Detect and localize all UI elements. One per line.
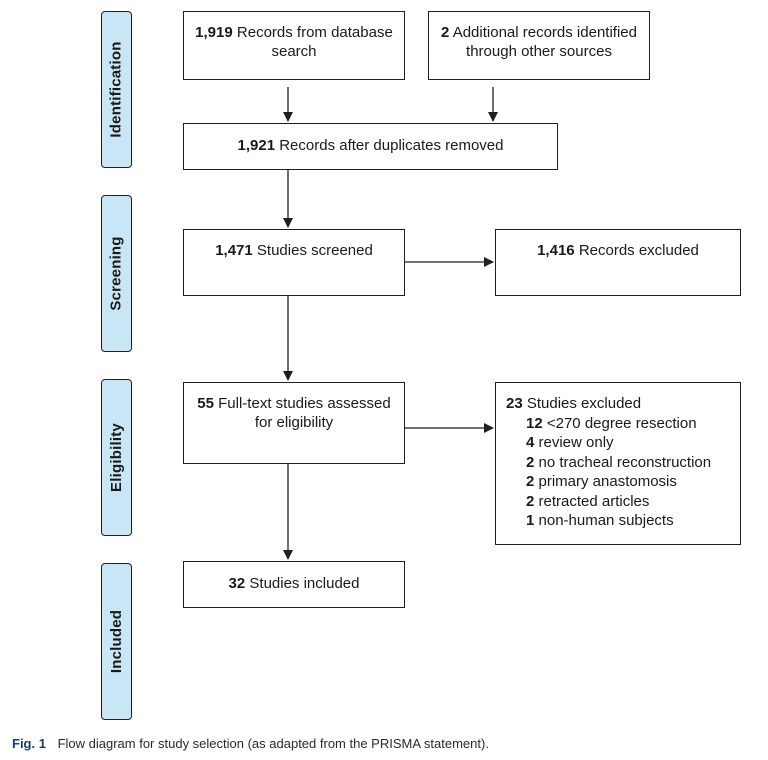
exclusion-reason-text: no tracheal reconstruction [538,453,712,471]
box-full-text: 55 Full-text studies assessed for eligib… [183,382,405,464]
studies-excluded-count: 23 [506,395,523,412]
box-other-sources: 2 Additional records identified through … [428,11,650,80]
phase-identification-label: Identification [108,41,126,138]
database-search-count: 1,919 [195,24,233,41]
exclusion-reason: 12 <270 degree resection [506,414,740,434]
figure-caption-text: Flow diagram for study selection (as ada… [57,736,489,751]
full-text-text-line1: Full-text studies assessed [218,395,391,412]
box-records-excluded: 1,416 Records excluded [495,229,741,296]
exclusion-reason: 2 primary anastomosis [506,472,740,492]
exclusion-reason: 2 retracted articles [506,492,740,512]
box-studies-excluded: 23 Studies excluded 12 <270 degree resec… [495,382,741,545]
database-search-text-line1: Records from database [236,24,393,41]
exclusion-reason: 2 no tracheal reconstruction [506,453,740,473]
included-text: Studies included [249,575,360,592]
phase-screening-label: Screening [108,236,126,311]
other-sources-text-line2: through other sources [466,43,612,60]
phase-included-label: Included [108,609,125,674]
exclusion-reason-count: 2 [526,453,535,471]
phase-eligibility-label: Eligibility [108,423,125,492]
box-after-duplicates: 1,921 Records after duplicates removed [183,123,558,170]
screened-count: 1,471 [215,242,253,259]
exclusion-reason-text: <270 degree resection [546,414,697,432]
exclusion-reason-count: 2 [526,492,535,510]
exclusion-reason-text: primary anastomosis [538,473,677,490]
exclusion-reason-count: 4 [526,434,535,451]
records-excluded-count: 1,416 [537,242,575,259]
screened-text: Studies screened [256,242,373,259]
phase-included: Included [101,563,132,720]
full-text-text-line2: for eligibility [254,414,334,431]
studies-excluded-text: Studies excluded [526,395,642,412]
other-sources-text-line1: Additional records identified [452,24,637,41]
exclusion-reason-text: review only [538,434,614,451]
figure-caption-label: Fig. 1 [12,736,46,751]
exclusion-reason-count: 2 [526,473,535,490]
exclusion-reason: 1 non-human subjects [506,511,740,531]
phase-screening: Screening [101,195,132,352]
full-text-count: 55 [197,395,214,412]
included-count: 32 [228,575,246,592]
other-sources-count: 2 [441,24,450,41]
exclusion-reason-text: non-human subjects [538,512,674,529]
after-duplicates-text: Records after duplicates removed [279,137,504,154]
database-search-text-line2: search [271,43,317,60]
phase-identification: Identification [101,11,132,168]
exclusion-reason: 4 review only [506,433,740,453]
records-excluded-text: Records excluded [578,242,699,259]
exclusion-reason-count: 1 [526,512,535,529]
figure-caption: Fig. 1 Flow diagram for study selection … [12,736,489,751]
box-included: 32 Studies included [183,561,405,608]
phase-eligibility: Eligibility [101,379,132,536]
after-duplicates-count: 1,921 [237,137,276,154]
box-database-search: 1,919 Records from database search [183,11,405,80]
exclusion-reason-text: retracted articles [538,492,650,510]
exclusion-reason-count: 12 [526,414,543,432]
box-screened: 1,471 Studies screened [183,229,405,296]
